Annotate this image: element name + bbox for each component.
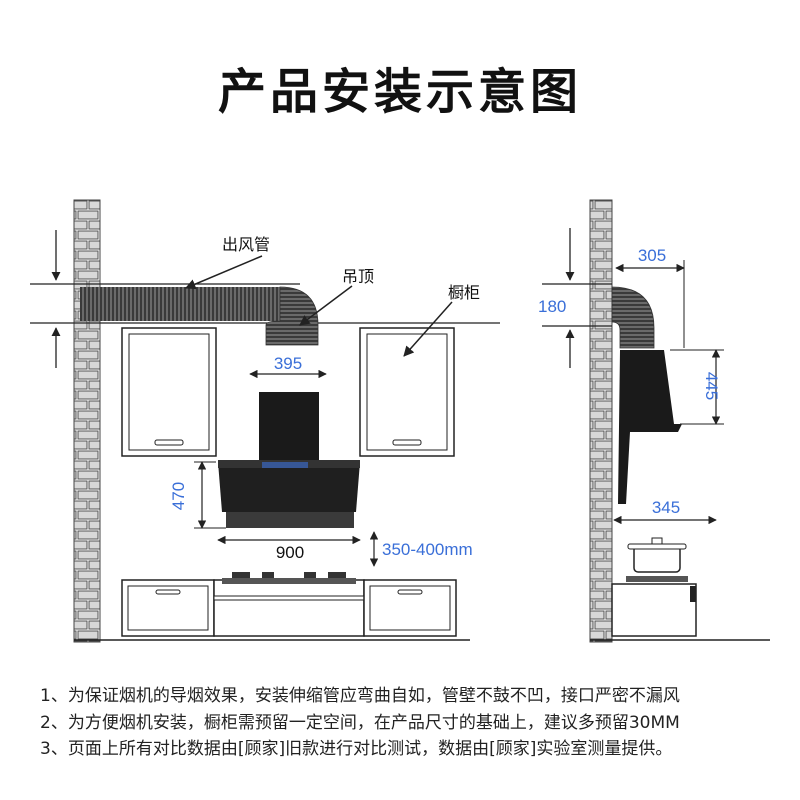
note-1: 1、为保证烟机的导烟效果，安装伸缩管应弯曲自如，管壁不鼓不凹，接口严密不漏风 bbox=[40, 686, 680, 706]
label-duct: 出风管 bbox=[222, 235, 270, 254]
dim-305: 305 bbox=[638, 246, 666, 265]
side-duct-bend bbox=[611, 286, 655, 349]
stove bbox=[222, 572, 356, 584]
dim-gap: 350-400mm bbox=[382, 540, 473, 559]
page-title: 产品安装示意图 bbox=[217, 64, 582, 120]
dim-470: 470 bbox=[169, 482, 188, 510]
label-cabinet: 橱柜 bbox=[448, 283, 480, 302]
upper-cabinet-left bbox=[121, 327, 217, 457]
label-ceiling: 吊顶 bbox=[342, 267, 374, 286]
range-hood-side bbox=[618, 350, 674, 504]
side-pot bbox=[626, 537, 688, 582]
cabinet-leader bbox=[403, 301, 453, 357]
notes: 1、为保证烟机的导烟效果，安装伸缩管应弯曲自如，管壁不鼓不凹，接口严密不漏风 2… bbox=[40, 683, 780, 763]
dim-345: 345 bbox=[652, 498, 680, 517]
lower-cabinets bbox=[121, 579, 457, 637]
note-2: 2、为方便烟机安装，橱柜需预留一定空间，在产品尺寸的基础上，建议多预留30MM bbox=[40, 712, 680, 733]
dim-180: 180 bbox=[538, 297, 566, 316]
dim-445: 445 bbox=[702, 372, 721, 400]
note-3: 3、页面上所有对比数据由[顾家]旧款进行对比测试，数据由[顾家]实验室测量提供。 bbox=[40, 739, 673, 759]
ceiling-leader bbox=[299, 285, 353, 326]
side-lower-cabinet bbox=[611, 583, 697, 637]
range-hood-front bbox=[218, 392, 360, 528]
duct-leader bbox=[185, 255, 263, 290]
upper-cabinet-right bbox=[359, 327, 455, 457]
duct-bend bbox=[265, 286, 319, 346]
wall-left bbox=[73, 199, 101, 643]
dim-395: 395 bbox=[274, 354, 302, 373]
dim-900: 900 bbox=[276, 543, 304, 562]
wall-right bbox=[589, 199, 613, 643]
duct-horizontal bbox=[80, 287, 280, 321]
